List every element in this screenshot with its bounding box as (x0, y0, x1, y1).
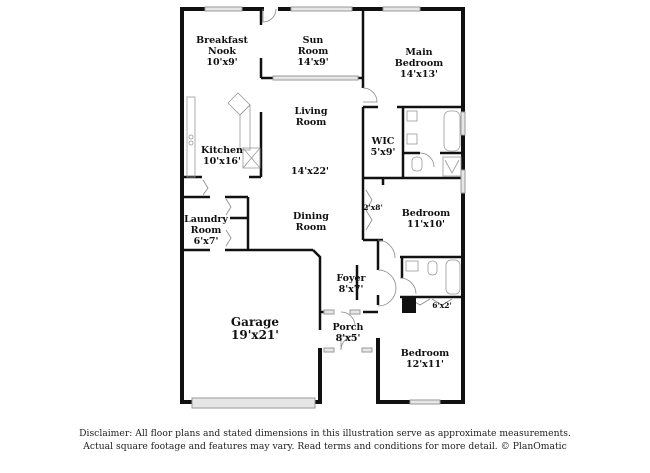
room-name: Breakfast (196, 35, 248, 46)
room-dimensions: 10'x16' (203, 156, 241, 167)
room-dimensions: 19'x21' (231, 328, 279, 342)
room-name: Nook (208, 46, 236, 57)
room-dimensions: 14'x9' (297, 57, 329, 68)
room-label-wic: WIC 5'x9' (371, 136, 396, 158)
room-dimensions: 6'x2' (432, 301, 452, 310)
room-name: Room (190, 225, 222, 236)
room-name: Dining (293, 211, 329, 222)
interior-walls (182, 9, 463, 330)
room-label-living-room: Living Room (295, 106, 328, 128)
room-label-dining-room: Dining Room (293, 211, 329, 233)
mechanical-chase (402, 297, 416, 313)
room-label-foyer: Foyer 8'x7' (336, 273, 365, 295)
room-dimensions: 14'x13' (400, 69, 438, 80)
room-name: Main (405, 47, 433, 58)
disclaimer-line-1: Disclaimer: All floor plans and stated d… (79, 428, 571, 439)
room-name: Living (294, 106, 328, 117)
room-label-living-dining-dimensions: 14'x22' (291, 166, 329, 177)
room-dimensions: 6'x7' (193, 236, 219, 247)
room-label-kitchen: Kitchen 10'x16' (201, 145, 243, 167)
room-name: Garage (230, 315, 280, 329)
room-label-closet-2x8: 2'x8' (363, 203, 383, 212)
room-dimensions: 8'x5' (335, 333, 361, 344)
room-label-sun-room: Sun Room 14'x9' (297, 35, 328, 68)
room-dimensions: 8'x7' (338, 284, 364, 295)
room-name: Room (297, 46, 329, 57)
room-name: Foyer (336, 273, 366, 284)
room-label-garage: Garage 19'x21' (231, 316, 279, 342)
room-name: Laundry (184, 214, 228, 225)
room-name: WIC (371, 136, 395, 147)
room-name: Kitchen (201, 145, 243, 156)
disclaimer-line-2: Actual square footage and features may v… (83, 441, 567, 452)
room-label-bedroom-2: Bedroom 11'x10' (402, 208, 450, 230)
room-name: Room (295, 117, 327, 128)
room-dimensions: 10'x9' (206, 57, 238, 68)
room-dimensions: 5'x9' (370, 147, 396, 158)
fixtures (186, 92, 462, 295)
room-label-laundry-room: Laundry Room 6'x7' (184, 214, 228, 247)
room-dimensions: 2'x8' (363, 203, 383, 212)
room-name: Room (295, 222, 327, 233)
room-dimensions: 11'x10' (407, 219, 445, 230)
room-name: Sun (302, 35, 324, 46)
room-name: Porch (332, 322, 364, 333)
room-dimensions: 14'x22' (291, 166, 329, 177)
room-name: Bedroom (400, 348, 450, 359)
room-label-closet-6x2: 6'x2' (432, 301, 452, 310)
windows (191, 6, 466, 409)
room-dimensions: 12'x11' (406, 359, 444, 370)
room-name: Bedroom (394, 58, 444, 69)
room-label-porch: Porch 8'x5' (333, 322, 364, 344)
room-label-main-bedroom: Main Bedroom 14'x13' (395, 47, 443, 80)
room-name: Bedroom (401, 208, 451, 219)
room-label-breakfast-nook: Breakfast Nook 10'x9' (196, 35, 248, 68)
doors (202, 8, 453, 351)
room-label-bedroom-3: Bedroom 12'x11' (401, 348, 449, 370)
